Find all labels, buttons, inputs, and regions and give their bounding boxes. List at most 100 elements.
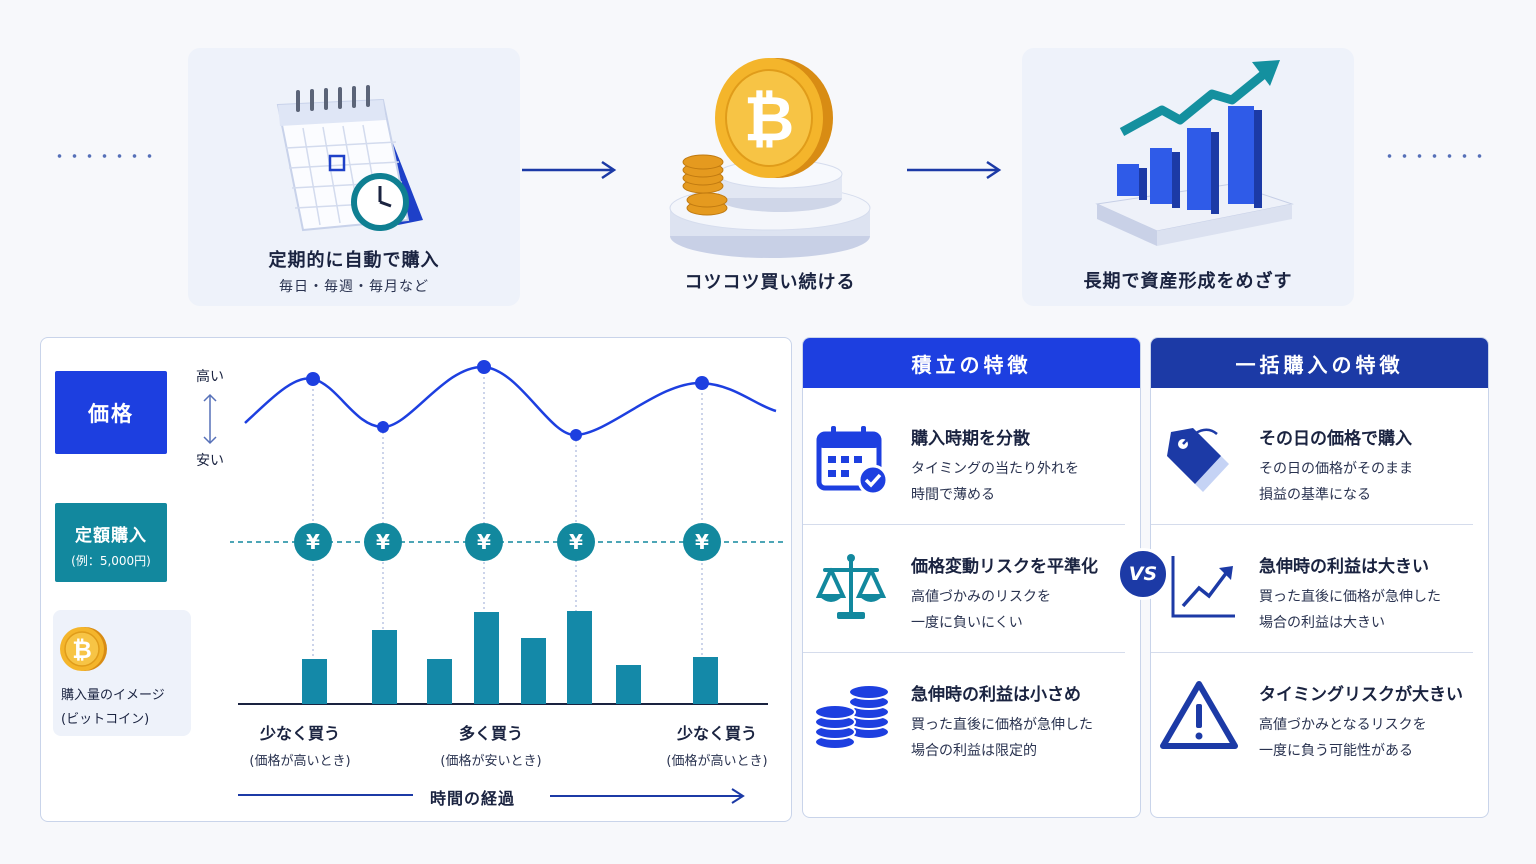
warning-icon bbox=[1160, 681, 1238, 749]
dca-features-column: 積立の特徴 購入時期を分散 タイミングの当たり外れを 時間で薄める 価格変動リス… bbox=[802, 337, 1141, 818]
caption-1-main: 少なく買う bbox=[259, 724, 340, 743]
step2-title: コツコツ買い続ける bbox=[684, 272, 856, 293]
lump-feature-2-desc-1: 買った直後に価格が急伸した bbox=[1259, 589, 1441, 605]
caption-buy-more: 多く買う (価格が安いとき) bbox=[411, 720, 571, 769]
step-bitcoin-stack: ₿ コツコツ買い続ける bbox=[655, 48, 885, 308]
step1-title: 定期的に自動で購入 bbox=[268, 250, 440, 271]
bitcoin-coin-pedestal-icon: ₿ bbox=[669, 58, 871, 258]
coin-stack-icon bbox=[814, 684, 890, 750]
dca-feature-1-desc-1: タイミングの当たり外れを bbox=[911, 461, 1079, 477]
purchase-bar-4 bbox=[474, 612, 499, 704]
lump-feature-3: タイミングリスクが大きい 高値づかみとなるリスクを 一度に負う可能性がある bbox=[1151, 652, 1488, 780]
right-dots-decoration bbox=[1382, 154, 1492, 158]
divider bbox=[803, 652, 1125, 653]
dca-chart: ¥ ¥ ¥ ¥ ¥ bbox=[230, 360, 785, 705]
amount-label-line2: (ビットコイン) bbox=[61, 712, 150, 727]
caption-2-sub: (価格が安いとき) bbox=[440, 754, 542, 769]
purchase-bar-6 bbox=[567, 611, 592, 704]
purchase-bar-7 bbox=[616, 665, 641, 704]
yen-coin-1 bbox=[294, 523, 332, 561]
fixed-amount-example: (例：5,000円) bbox=[71, 554, 151, 568]
price-point-3 bbox=[477, 360, 491, 374]
yen-symbol-4: ¥ bbox=[569, 530, 583, 554]
caption-3-sub: (価格が高いとき) bbox=[666, 754, 768, 769]
yen-symbol-1: ¥ bbox=[306, 530, 320, 554]
trend-up-icon bbox=[1171, 556, 1235, 618]
growth-bar-chart-icon bbox=[1095, 60, 1294, 246]
yen-symbol-2: ¥ bbox=[376, 530, 390, 554]
yen-coin-5 bbox=[683, 523, 721, 561]
dca-feature-1-title: 購入時期を分散 bbox=[911, 429, 1030, 449]
purchase-bars bbox=[302, 611, 718, 704]
caption-buy-less-1: 少なく買う (価格が高いとき) bbox=[220, 720, 380, 769]
price-point-2 bbox=[377, 421, 389, 433]
svg-text:₿: ₿ bbox=[72, 636, 92, 664]
dca-feature-1: 購入時期を分散 タイミングの当たり外れを 時間で薄める bbox=[803, 396, 1140, 524]
purchase-bar-2 bbox=[372, 630, 397, 704]
price-tag-icon bbox=[1167, 428, 1229, 492]
lump-feature-2-title: 急伸時の利益は大きい bbox=[1259, 557, 1429, 577]
purchase-bar-1 bbox=[302, 659, 327, 704]
step-card-auto-purchase: 定期的に自動で購入 毎日・毎週・毎月など bbox=[188, 48, 520, 306]
price-point-1 bbox=[306, 372, 320, 386]
lump-feature-1: その日の価格で購入 その日の価格がそのまま 損益の基準になる bbox=[1151, 396, 1488, 524]
lump-feature-1-desc-1: その日の価格がそのまま bbox=[1259, 461, 1413, 477]
dca-feature-2-desc-2: 一度に負いにくい bbox=[911, 615, 1023, 631]
yen-coin-3 bbox=[465, 523, 503, 561]
price-point-5 bbox=[695, 376, 709, 390]
time-axis-label: 時間の経過 bbox=[430, 789, 516, 808]
lump-feature-3-title: タイミングリスクが大きい bbox=[1259, 685, 1463, 705]
price-point-4 bbox=[570, 429, 582, 441]
flow-arrow-2 bbox=[907, 160, 1002, 180]
dca-feature-3-desc-2: 場合の利益は限定的 bbox=[911, 743, 1037, 759]
lump-feature-2-desc-2: 場合の利益は大きい bbox=[1259, 615, 1385, 631]
fixed-amount-row-label: 定額購入 (例：5,000円) bbox=[55, 503, 167, 582]
purchase-bar-5 bbox=[521, 638, 546, 704]
up-down-arrow-icon bbox=[203, 393, 217, 445]
dca-feature-2: 価格変動リスクを平準化 高値づかみのリスクを 一度に負いにくい bbox=[803, 524, 1140, 652]
left-dots-decoration bbox=[52, 154, 162, 158]
dca-feature-3: 急伸時の利益は小さめ 買った直後に価格が急伸した 場合の利益は限定的 bbox=[803, 652, 1140, 780]
price-curve bbox=[244, 365, 777, 437]
lump-feature-1-desc-2: 損益の基準になる bbox=[1259, 487, 1371, 503]
desk-calendar-clock-icon bbox=[276, 85, 423, 232]
dca-feature-3-title: 急伸時の利益は小さめ bbox=[911, 685, 1081, 705]
time-axis-arrow-right bbox=[550, 788, 745, 804]
vs-badge: VS bbox=[1117, 548, 1169, 600]
dca-features-header: 積立の特徴 bbox=[803, 338, 1140, 388]
time-axis-line-left bbox=[238, 794, 413, 796]
lump-sum-features-header: 一括購入の特徴 bbox=[1151, 338, 1488, 388]
purchase-bar-3 bbox=[427, 659, 452, 704]
amount-row-label: ₿ 購入量のイメージ (ビットコイン) bbox=[53, 610, 191, 736]
divider bbox=[1151, 652, 1473, 653]
balance-scale-icon bbox=[815, 554, 887, 619]
yen-coin-2 bbox=[364, 523, 402, 561]
dca-feature-2-title: 価格変動リスクを平準化 bbox=[911, 557, 1098, 577]
step3-title: 長期で資産形成をめざす bbox=[1083, 271, 1293, 292]
caption-3-main: 少なく買う bbox=[676, 724, 757, 743]
step1-subtitle: 毎日・毎週・毎月など bbox=[279, 279, 429, 295]
amount-label-line1: 購入量のイメージ bbox=[61, 688, 165, 703]
dca-feature-1-desc-2: 時間で薄める bbox=[911, 487, 995, 503]
purchase-bar-8 bbox=[693, 657, 718, 704]
yen-symbol-3: ¥ bbox=[477, 530, 491, 554]
lump-feature-1-title: その日の価格で購入 bbox=[1259, 429, 1412, 449]
divider bbox=[803, 524, 1125, 525]
yen-symbol-5: ¥ bbox=[695, 530, 709, 554]
caption-2-main: 多く買う bbox=[458, 724, 523, 743]
lump-feature-3-desc-1: 高値づかみとなるリスクを bbox=[1259, 717, 1427, 733]
flow-arrow-1 bbox=[522, 160, 617, 180]
bitcoin-symbol: ₿ bbox=[744, 82, 795, 155]
price-low-label: 安い bbox=[196, 453, 224, 469]
dca-feature-3-desc-1: 買った直後に価格が急伸した bbox=[911, 717, 1093, 733]
fixed-amount-title: 定額購入 bbox=[75, 526, 147, 546]
lump-feature-3-desc-2: 一度に負う可能性がある bbox=[1259, 743, 1413, 759]
caption-1-sub: (価格が高いとき) bbox=[249, 754, 351, 769]
lump-feature-2: 急伸時の利益は大きい 買った直後に価格が急伸した 場合の利益は大きい bbox=[1151, 524, 1488, 652]
price-high-label: 高い bbox=[196, 369, 224, 385]
lump-sum-features-column: 一括購入の特徴 その日の価格で購入 その日の価格がそのまま 損益の基準になる 急… bbox=[1150, 337, 1489, 818]
caption-buy-less-2: 少なく買う (価格が高いとき) bbox=[637, 720, 797, 769]
calendar-check-icon bbox=[816, 426, 889, 496]
yen-coin-4 bbox=[557, 523, 595, 561]
divider bbox=[1151, 524, 1473, 525]
